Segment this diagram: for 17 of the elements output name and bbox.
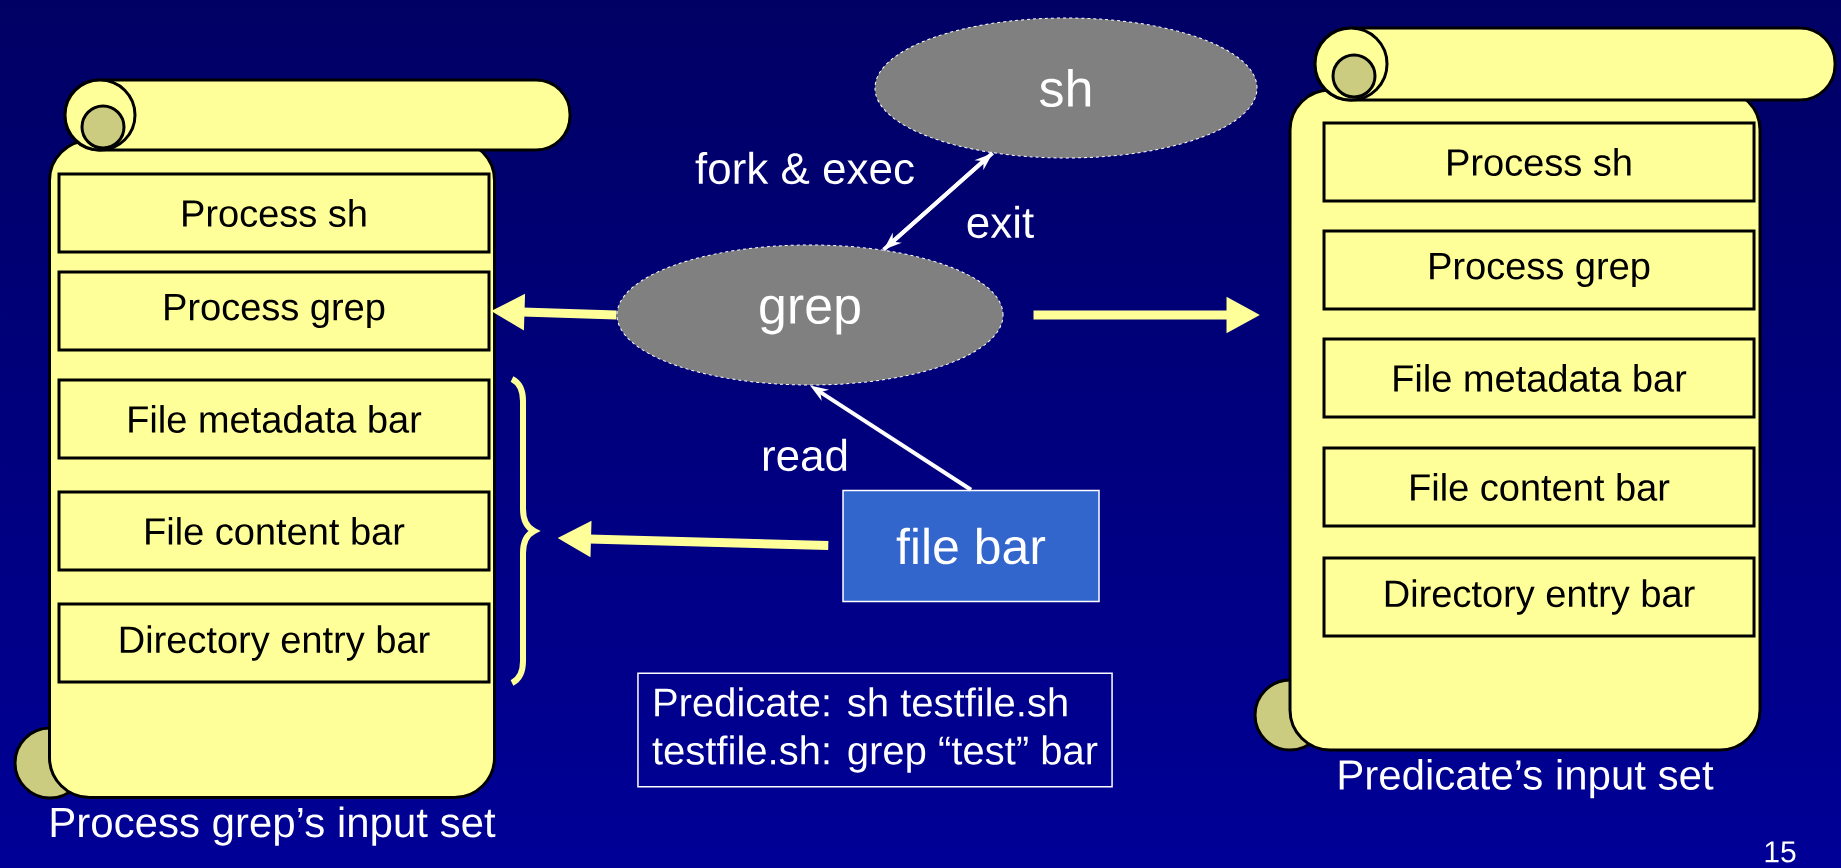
process-box: File metadata bar: [57, 378, 491, 460]
process-box: File content bar: [1322, 446, 1756, 528]
predicate-box: Predicate: sh testfile.sh testfile.sh: grep “test” bar: [637, 672, 1113, 788]
process-box: Directory entry bar: [1322, 556, 1756, 638]
process-box: Directory entry bar: [57, 602, 491, 684]
process-box: Process sh: [1322, 121, 1756, 203]
process-box: Process grep: [57, 270, 491, 352]
process-box: Process sh: [57, 172, 491, 254]
process-box: Process grep: [1322, 229, 1756, 311]
file-box: file bar: [842, 489, 1100, 603]
page-number: 15: [1765, 841, 1796, 863]
process-box: File metadata bar: [1322, 337, 1756, 419]
process-box: File content bar: [57, 490, 491, 572]
edge-label: exit: [967, 205, 1034, 239]
node-label: Predicate’s input set: [1339, 759, 1714, 799]
edge-label: read: [763, 438, 847, 472]
node-label: Process grep’s input set: [51, 806, 496, 846]
